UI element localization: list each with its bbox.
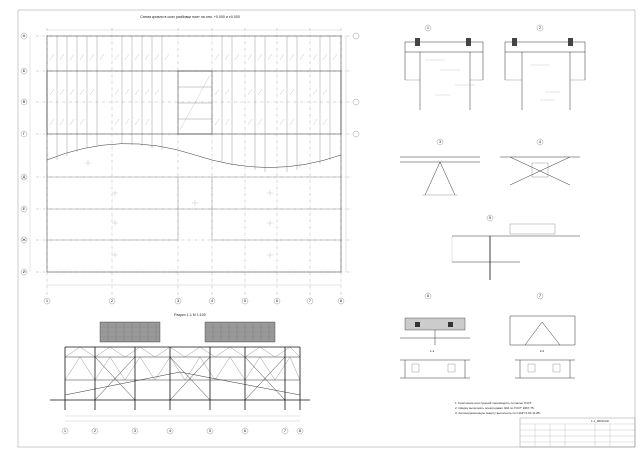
elev-axis-2: 2	[94, 428, 97, 433]
truss-web	[64, 346, 301, 358]
node-3: 3	[400, 138, 480, 196]
plan-col-axis-7: 7	[309, 298, 312, 303]
plan-slab-marks	[85, 160, 303, 258]
node-1-number: 1	[427, 25, 430, 30]
plan-rafters	[56, 36, 331, 172]
plan-col-axis-2: 2	[111, 298, 114, 303]
section-2-2: 2-2	[540, 349, 545, 353]
plan-row-axis-b: Б	[23, 68, 26, 73]
node-7: 7 2-2	[509, 292, 576, 379]
plan-col-axis-bubbles: 1 2 3 4 5 6 7 8	[43, 297, 345, 305]
plan-row-axis-bubbles: А Б В Г Д Е Ж И	[20, 32, 360, 276]
plan-grid-rows	[36, 35, 352, 273]
plan-row-axis-zh: Ж	[22, 237, 26, 242]
plan-col-axis-3: 3	[177, 298, 180, 303]
elev-axis-6: 6	[244, 428, 247, 433]
plan-col-axis-8: 8	[340, 298, 343, 303]
panel-array-right	[204, 321, 276, 343]
sheet-frame	[17, 9, 636, 448]
elev-axis-3: 3	[134, 428, 137, 433]
roof-plan: Схема кровли в осях разбивки плит на отм…	[20, 15, 360, 305]
note-3: 3. Антикоррозионную защиту выполнить по …	[455, 411, 541, 415]
node-7-number: 7	[539, 293, 542, 298]
elev-axis-bubbles: 1 2 3 4 5 6 7 8	[61, 427, 304, 435]
node-2: 2	[504, 24, 586, 110]
node-6: 6 1-1	[400, 292, 470, 379]
elev-columns	[64, 347, 301, 410]
plan-col-axis-4: 4	[211, 298, 214, 303]
elev-axis-8: 8	[299, 428, 302, 433]
node-5-number: 5	[489, 215, 492, 220]
section-1-1: 1-1	[430, 349, 435, 353]
node-4-number: 4	[539, 139, 542, 144]
title-block: 1.1_0000-КЖ	[519, 417, 636, 448]
note-1: 1. Крепление конструкций производить сог…	[455, 401, 532, 405]
plan-row-axis-a: А	[23, 33, 26, 38]
elevation-title: Разрез 1-1 М 1:100	[174, 313, 206, 317]
plan-row-axis-d: Д	[23, 174, 26, 179]
plan-col-axis-1: 1	[46, 298, 49, 303]
elev-axis-4: 4	[169, 428, 172, 433]
node-1: 1	[404, 24, 484, 110]
plan-col-axis-6: 6	[276, 298, 279, 303]
elev-axis-7: 7	[284, 428, 287, 433]
plan-row-axis-v: В	[23, 99, 26, 104]
plan-col-axis-5: 5	[244, 298, 247, 303]
plan-row-axis-g: Г	[23, 131, 26, 136]
plan-title: Схема кровли в осях разбивки плит на отм…	[140, 15, 240, 19]
stamp-code: 1.1_0000-КЖ	[591, 419, 609, 423]
node-5: 5	[451, 214, 580, 280]
plan-bracing	[49, 53, 338, 126]
section-elevation: Разрез 1-1 М 1:100	[50, 313, 310, 435]
node-6-number: 6	[427, 293, 430, 298]
note-2: 2. Сварку выполнять электродами Э42 по Г…	[455, 406, 535, 410]
node-2-number: 2	[539, 25, 542, 30]
node-3-number: 3	[439, 139, 442, 144]
elev-axis-1: 1	[64, 428, 67, 433]
elev-axis-5: 5	[209, 428, 212, 433]
plan-row-axis-i: И	[23, 269, 26, 274]
plan-slabs	[47, 176, 341, 241]
node-4: 4	[500, 138, 580, 186]
panel-array-left	[99, 321, 161, 343]
plan-skylight	[177, 70, 213, 135]
general-notes: 1. Крепление конструкций производить сог…	[455, 401, 541, 415]
plan-row-axis-e: Е	[23, 206, 26, 211]
